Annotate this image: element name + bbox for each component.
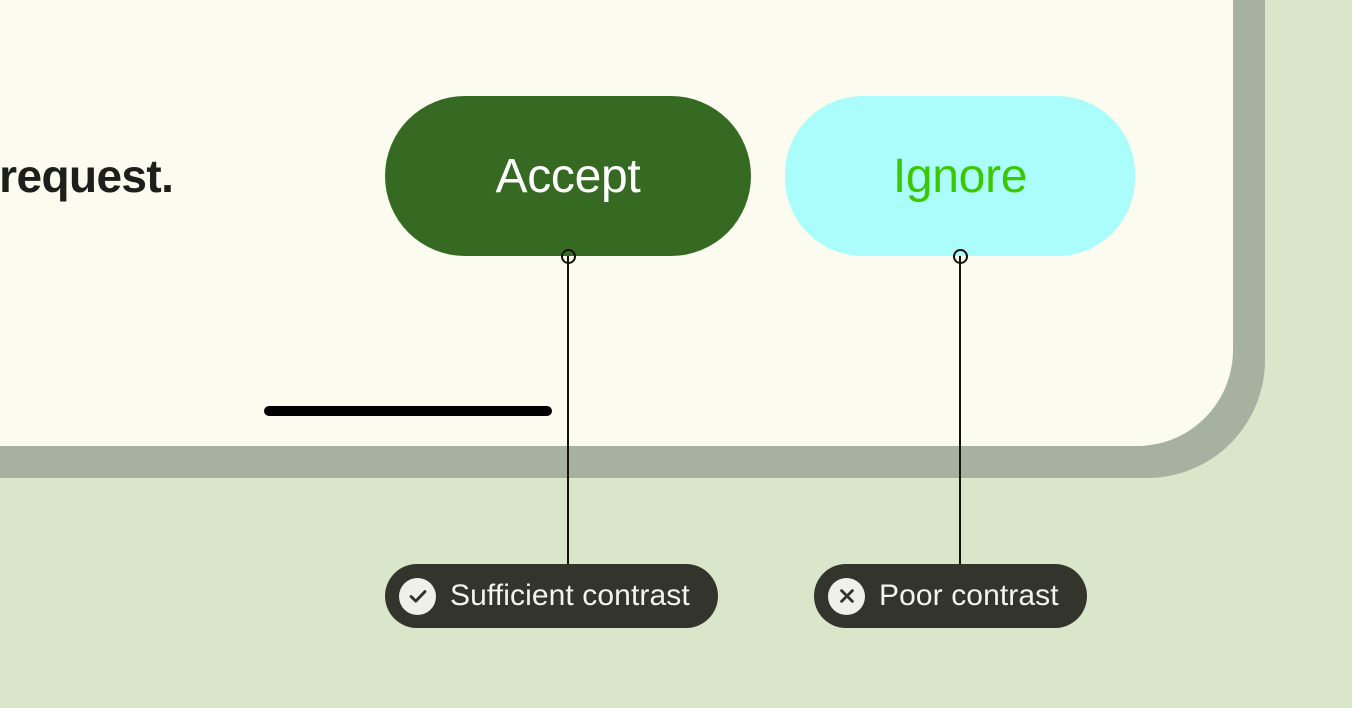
annotation-label-sufficient-contrast: Sufficient contrast (450, 579, 690, 612)
x-circle-icon (828, 577, 865, 615)
annotation-badge-sufficient-contrast: Sufficient contrast (385, 564, 718, 628)
request-message-text: a request. (0, 150, 174, 202)
annotation-badge-poor-contrast: Poor contrast (814, 564, 1087, 628)
ignore-button[interactable]: Ignore (785, 96, 1135, 256)
annotation-label-poor-contrast: Poor contrast (879, 579, 1059, 612)
home-indicator-bar (264, 406, 552, 416)
check-circle-icon (399, 577, 436, 615)
callout-leader-line-accept (567, 256, 569, 567)
accept-button[interactable]: Accept (385, 96, 751, 256)
callout-leader-line-ignore (959, 256, 961, 567)
callout-anchor-dot-accept (561, 249, 576, 264)
callout-anchor-dot-ignore (953, 249, 968, 264)
